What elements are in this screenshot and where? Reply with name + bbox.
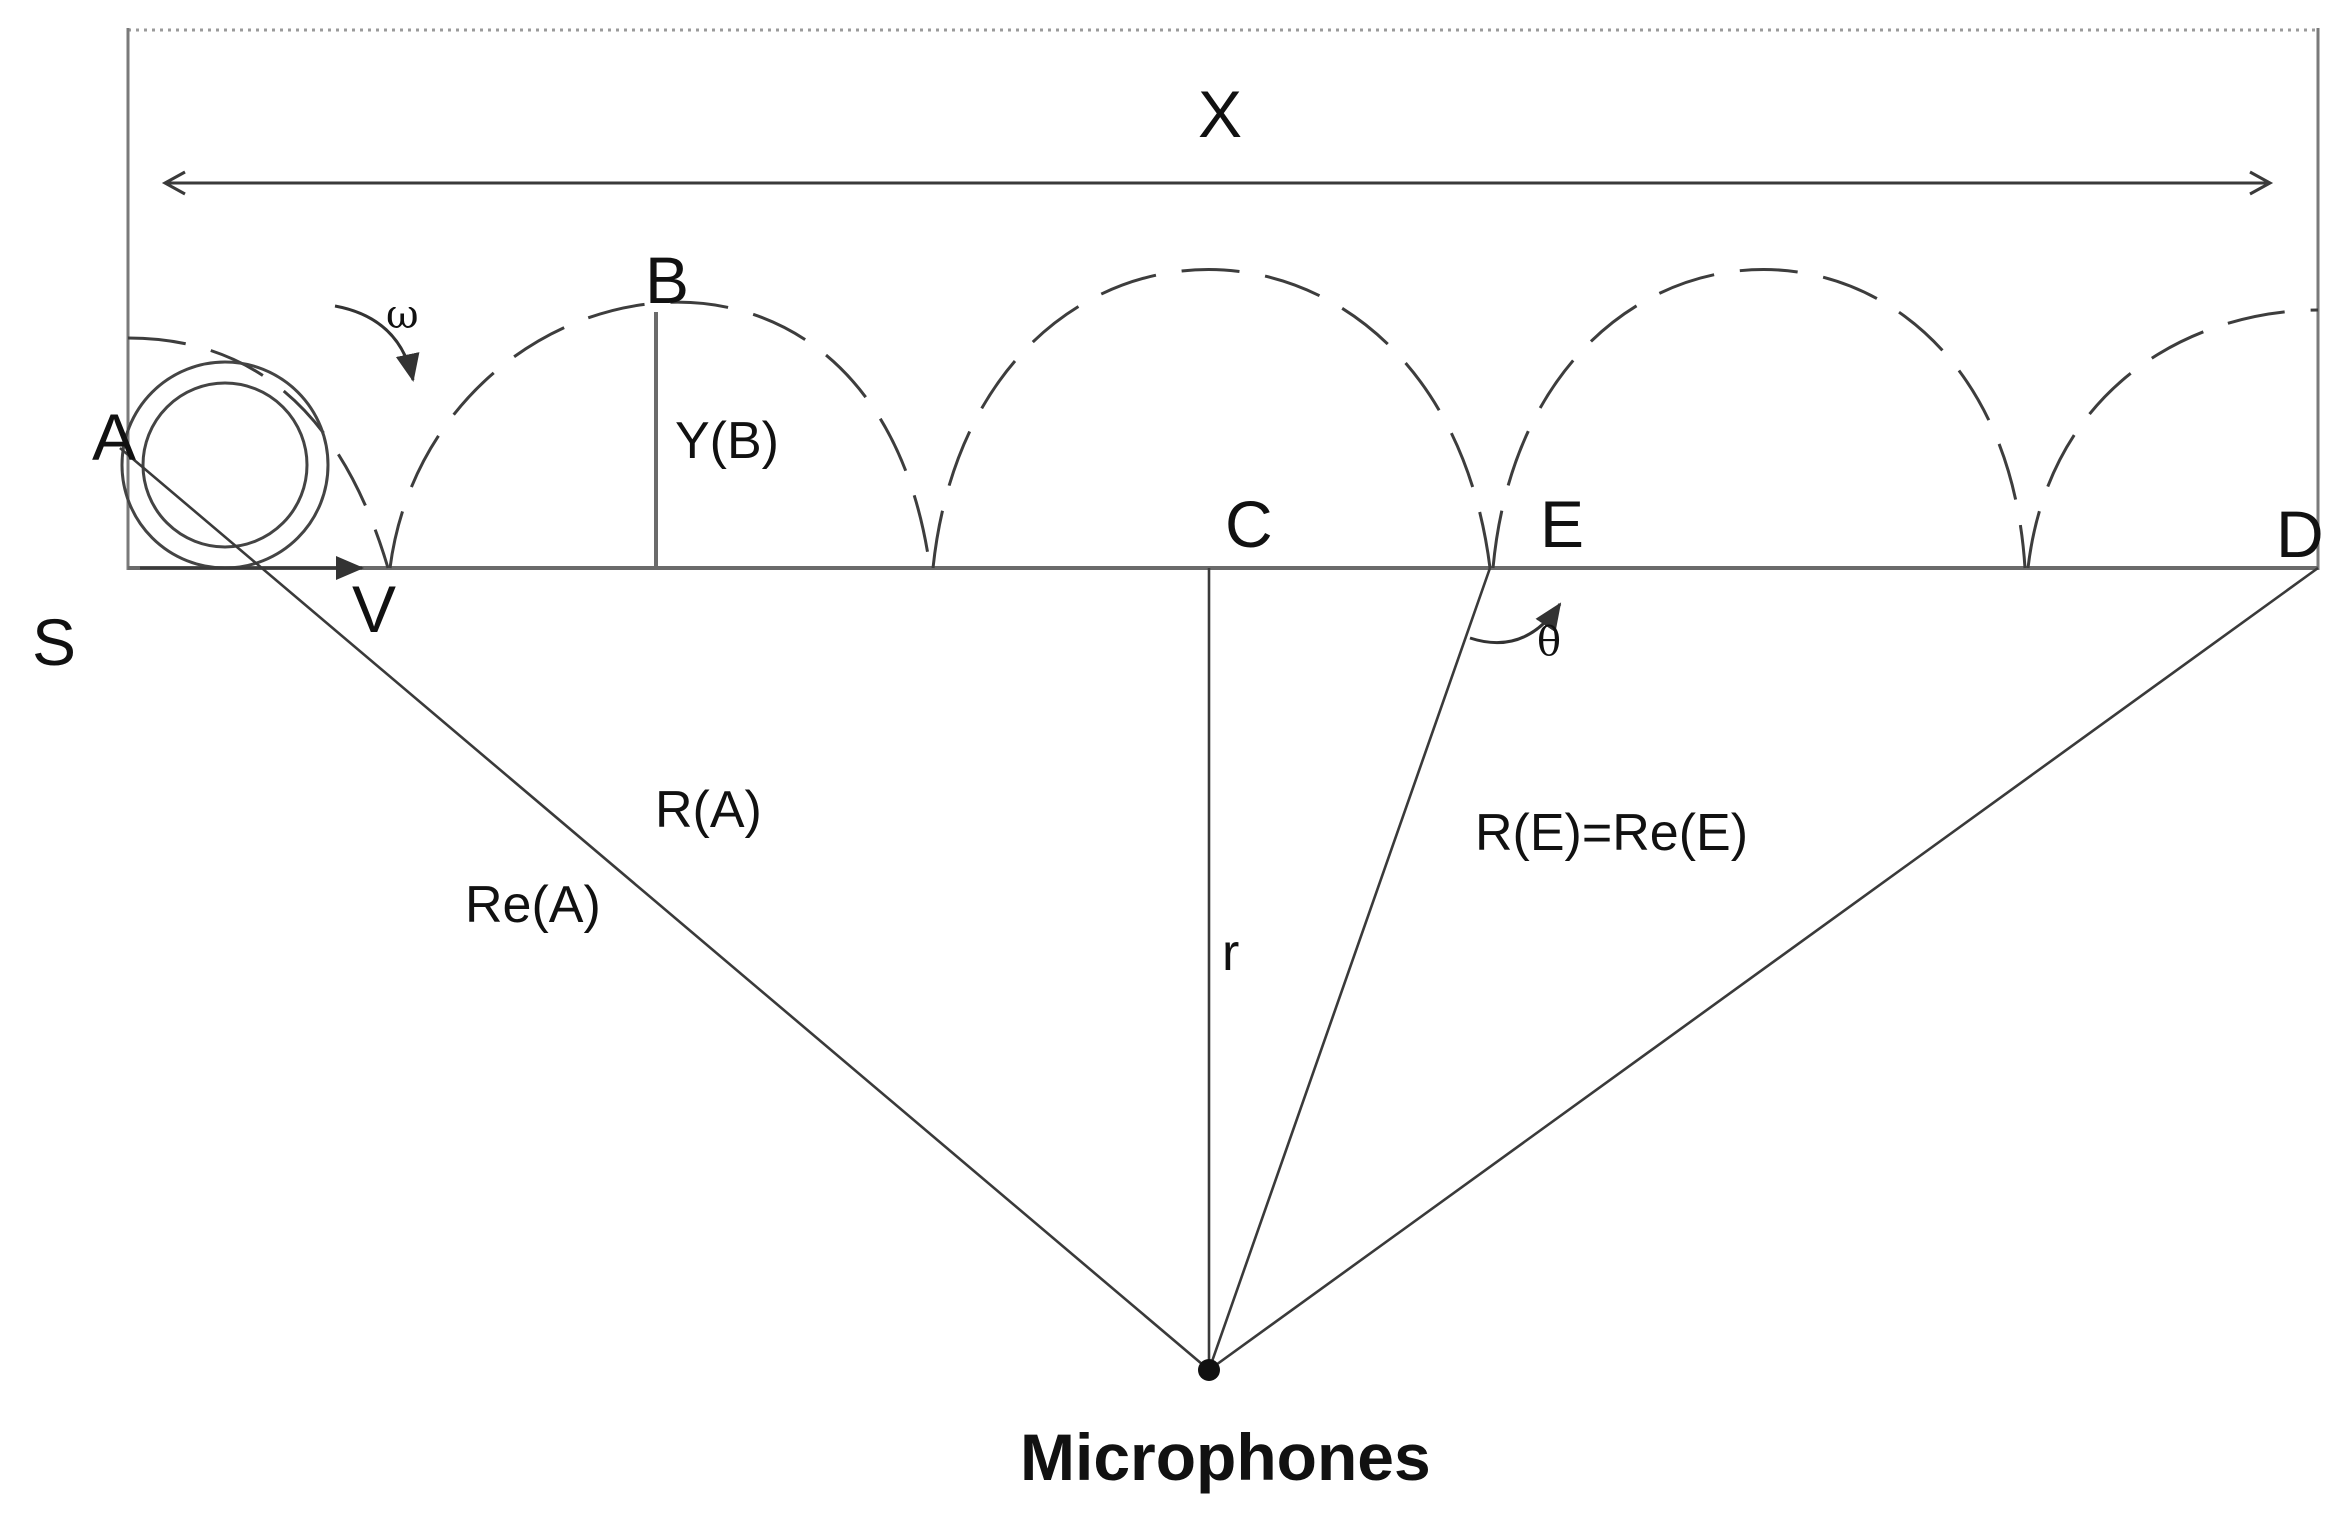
label-x: X — [1198, 77, 1242, 151]
cycloid-arch-1 — [388, 300, 932, 569]
label-theta: θ — [1537, 619, 1561, 665]
label-microphones: Microphones — [1020, 1420, 1431, 1494]
label-e: E — [1540, 487, 1584, 561]
label-r-e: R(E)=Re(E) — [1475, 804, 1748, 862]
cycloid-arc-start — [127, 336, 390, 569]
theta-arc — [1469, 602, 1562, 645]
cycloid-path — [127, 268, 2319, 569]
label-s: S — [32, 605, 76, 679]
label-a: A — [92, 400, 136, 474]
label-r-a: R(A) — [655, 781, 762, 839]
ray-a — [119, 447, 1210, 1371]
label-d: D — [2276, 497, 2324, 571]
label-b: B — [645, 243, 689, 317]
ray-e — [1207, 567, 1492, 1371]
cycloid-arch-4 — [2026, 308, 2319, 569]
ray-d — [1208, 566, 2319, 1372]
label-re-a: Re(A) — [465, 876, 601, 934]
label-r: r — [1222, 924, 1239, 982]
microphone-point — [1198, 1359, 1220, 1381]
label-v: V — [352, 572, 396, 646]
label-y-b: Y(B) — [675, 412, 779, 470]
omega-arrow — [334, 304, 420, 382]
label-omega: ω — [386, 292, 419, 338]
label-c: C — [1225, 487, 1273, 561]
cycloid-arch-2 — [931, 268, 1492, 569]
cycloid-arch-3 — [1491, 268, 2027, 569]
wheel-inner — [141, 381, 309, 549]
